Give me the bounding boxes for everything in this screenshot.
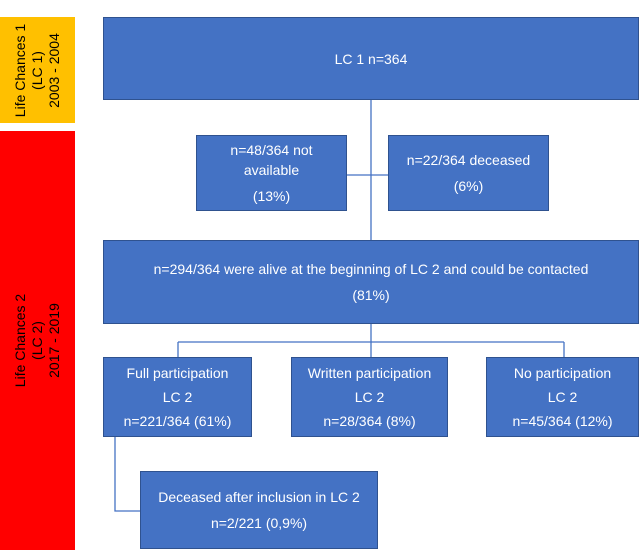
written-phase: LC 2 <box>354 389 385 405</box>
lc1-total-text: LC 1 n=364 <box>334 50 408 67</box>
deceased-after-count: n=2/221 (0,9%) <box>210 515 308 531</box>
box-deceased: n=22/364 deceased (6%) <box>388 135 549 211</box>
full-title: Full participation <box>126 365 229 381</box>
box-lc1-total: LC 1 n=364 <box>103 17 639 100</box>
connector-full-to-deceased <box>114 437 140 512</box>
written-count: n=28/364 (8%) <box>323 413 416 429</box>
alive-pct: (81%) <box>352 287 390 303</box>
full-count: n=221/364 (61%) <box>123 413 232 429</box>
box-deceased-after-inclusion: Deceased after inclusion in LC 2 n=2/221… <box>140 471 378 549</box>
full-phase: LC 2 <box>162 389 193 405</box>
phase-label-lc2: Life Chances 2 (LC 2) 2017 - 2019 <box>0 131 75 550</box>
written-title: Written participation <box>307 365 432 381</box>
not-available-line1: n=48/364 not <box>230 142 313 158</box>
none-count: n=45/364 (12%) <box>512 413 613 429</box>
deceased-pct: (6%) <box>453 178 484 194</box>
phase-label-lc1: Life Chances 1 (LC 1) 2003 - 2004 <box>0 17 75 123</box>
box-alive-contactable: n=294/364 were alive at the beginning of… <box>103 240 639 324</box>
box-not-available: n=48/364 not available (13%) <box>196 135 347 211</box>
none-title: No participation <box>513 365 612 381</box>
box-full-participation: Full participation LC 2 n=221/364 (61%) <box>103 357 252 437</box>
box-written-participation: Written participation LC 2 n=28/364 (8%) <box>291 357 448 437</box>
not-available-line2: available <box>243 162 300 178</box>
deceased-count: n=22/364 deceased <box>406 152 531 168</box>
not-available-pct: (13%) <box>252 188 291 204</box>
deceased-after-title: Deceased after inclusion in LC 2 <box>158 489 360 505</box>
none-phase: LC 2 <box>547 389 578 405</box>
box-no-participation: No participation LC 2 n=45/364 (12%) <box>486 357 639 437</box>
alive-count: n=294/364 were alive at the beginning of… <box>153 261 589 277</box>
